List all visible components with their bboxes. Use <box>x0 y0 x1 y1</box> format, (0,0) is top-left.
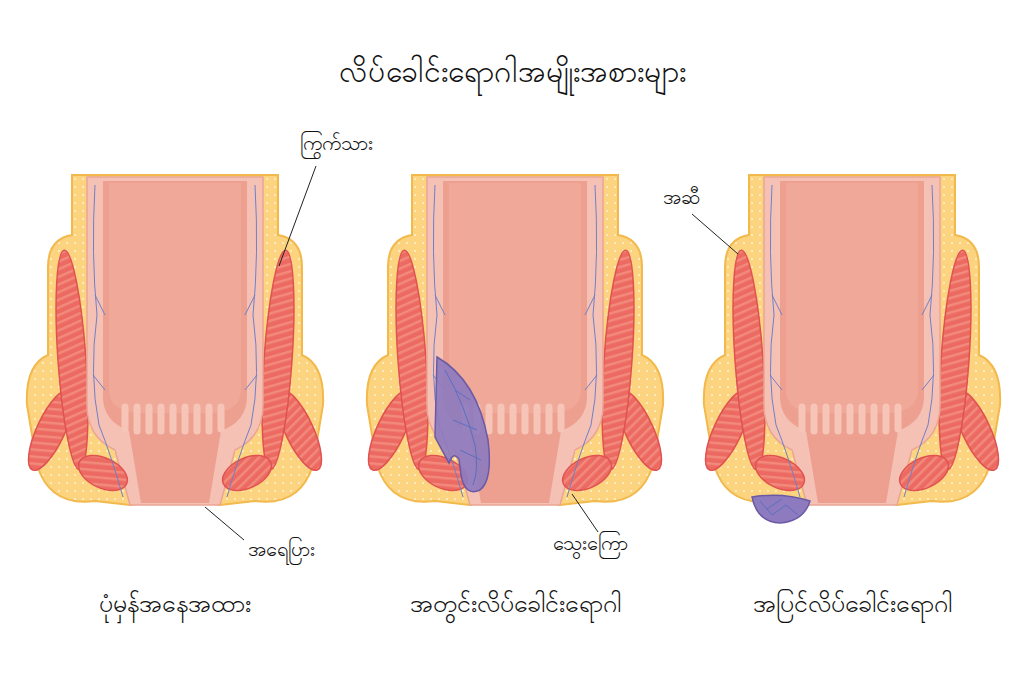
part-label: အဆီ <box>663 184 700 210</box>
figure-caption: ပုံမှန်အနေအထား <box>99 588 251 621</box>
external-hemorrhoid <box>752 495 810 523</box>
diagram-title: လိပ်ခေါင်းရောဂါအမျိုးအစားများ <box>339 52 686 91</box>
leader-line <box>692 214 738 254</box>
part-label: သွေးကြော <box>553 530 628 556</box>
leader-line <box>205 507 244 540</box>
part-label: အရေပြား <box>248 536 315 562</box>
internal-hemorrhoid-figure <box>360 175 671 505</box>
leader-line <box>572 494 598 532</box>
figure-caption: အပြင်လိပ်ခေါင်းရောဂါ <box>753 588 952 621</box>
normal-anus-figure <box>20 175 331 505</box>
figure-caption: အတွင်းလိပ်ခေါင်းရောဂါ <box>410 588 621 621</box>
part-label: ကြွက်သား <box>300 130 373 156</box>
leader-line <box>279 166 316 266</box>
external-hemorrhoid-figure <box>697 175 1008 505</box>
internal-hemorrhoid <box>435 357 489 492</box>
